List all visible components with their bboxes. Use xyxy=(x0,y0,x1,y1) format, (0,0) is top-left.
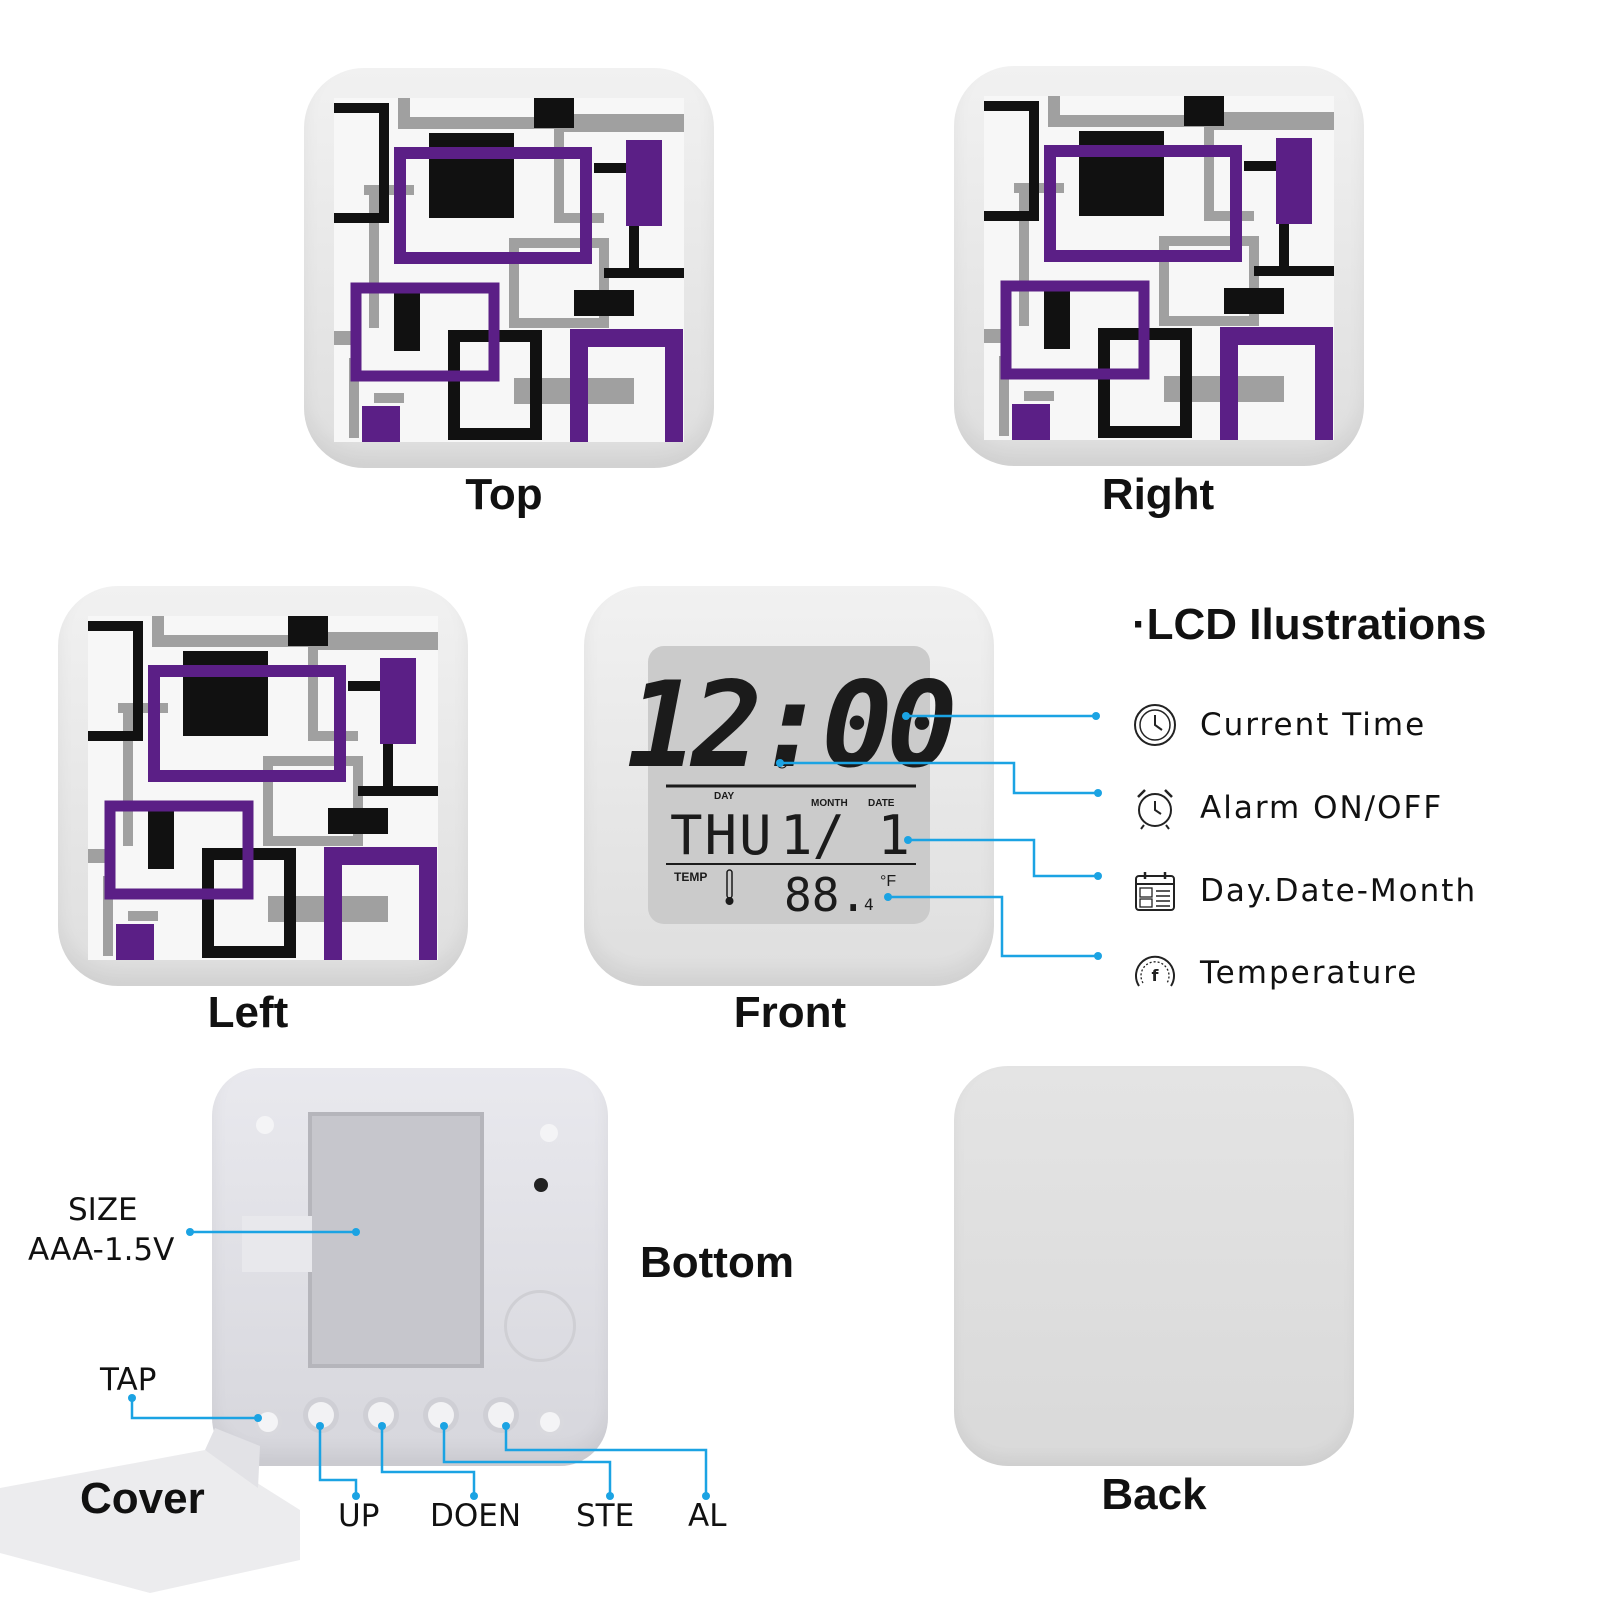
cube-top-face xyxy=(304,68,714,468)
speaker-ring xyxy=(504,1290,576,1362)
lcd-temp-label: TEMP xyxy=(674,870,707,884)
label-cover: Cover xyxy=(80,1474,205,1523)
lcd-temp-decimal: 4 xyxy=(864,895,874,914)
legend-label: Alarm ON/OFF xyxy=(1200,790,1444,826)
alarm-button[interactable] xyxy=(488,1402,514,1428)
cube-right-face xyxy=(954,66,1364,466)
alarm-clock-icon xyxy=(1137,789,1173,830)
size-label: SIZE xyxy=(68,1192,138,1228)
legend-label: Current Time xyxy=(1200,707,1427,743)
legend-item-temperature: f Temperature xyxy=(1132,948,1418,998)
cube-bottom-face xyxy=(212,1068,608,1466)
pattern-panel xyxy=(334,98,684,442)
label-front: Front xyxy=(733,988,847,1037)
legend-item-day-date-month: Day.Date-Month xyxy=(1132,866,1477,916)
lcd-day-label: DAY xyxy=(714,791,735,802)
set-button[interactable] xyxy=(428,1402,454,1428)
lcd-month-date: 1/ 1 xyxy=(780,804,910,867)
lcd-time: 12:00 xyxy=(626,656,952,794)
lcd-screen: 12:00 DAY MONTH DATE THU 1/ 1 TEMP 88. 4… xyxy=(626,646,959,924)
svg-text:f: f xyxy=(1152,966,1160,985)
legend-item-current-time: Current Time xyxy=(1132,700,1426,750)
up-label: UP xyxy=(338,1498,380,1534)
tap-label: TAP xyxy=(100,1362,157,1398)
label-left: Left xyxy=(207,988,289,1037)
cube-front-face: 12:00 DAY MONTH DATE THU 1/ 1 TEMP 88. 4… xyxy=(584,586,994,986)
lcd-unit: °F xyxy=(880,873,896,890)
pattern-panel xyxy=(984,96,1334,440)
label-right: Right xyxy=(1101,470,1215,519)
label-top: Top xyxy=(465,470,543,519)
mounting-hole xyxy=(256,1116,274,1134)
label-bottom: Bottom xyxy=(640,1238,794,1287)
legend-title: ·LCD Ilustrations xyxy=(1132,600,1487,649)
down-label: DOEN xyxy=(430,1498,522,1534)
tap-button[interactable] xyxy=(258,1412,278,1432)
clock-icon xyxy=(1134,704,1176,746)
thermometer-gauge-icon: f xyxy=(1135,955,1175,987)
calendar-icon xyxy=(1135,872,1175,911)
legend-label: Day.Date-Month xyxy=(1200,873,1478,909)
cube-back-face xyxy=(954,1066,1354,1466)
legend-item-alarm: Alarm ON/OFF xyxy=(1132,783,1443,833)
thermometer-icon xyxy=(725,869,734,905)
lcd-day: THU xyxy=(670,804,774,867)
label-back: Back xyxy=(1101,1470,1207,1519)
mounting-hole xyxy=(540,1124,558,1142)
battery-cover xyxy=(0,1428,300,1593)
set-label: STE xyxy=(576,1498,635,1534)
lcd-date-label: DATE xyxy=(868,798,895,809)
mounting-hole xyxy=(540,1412,560,1432)
lcd-temp: 88. xyxy=(784,868,867,922)
legend-label: Temperature xyxy=(1200,955,1419,991)
battery-size-label: AAA-1.5V xyxy=(28,1232,175,1268)
up-button[interactable] xyxy=(308,1402,334,1428)
battery-compartment xyxy=(308,1112,484,1368)
lcd-month-label: MONTH xyxy=(811,798,848,809)
battery-slot-tab xyxy=(242,1216,312,1272)
pattern-panel xyxy=(88,616,438,960)
down-button[interactable] xyxy=(368,1402,394,1428)
cube-left-face xyxy=(58,586,468,986)
alarm-label: AL xyxy=(688,1498,727,1534)
sensor-hole xyxy=(534,1178,548,1192)
